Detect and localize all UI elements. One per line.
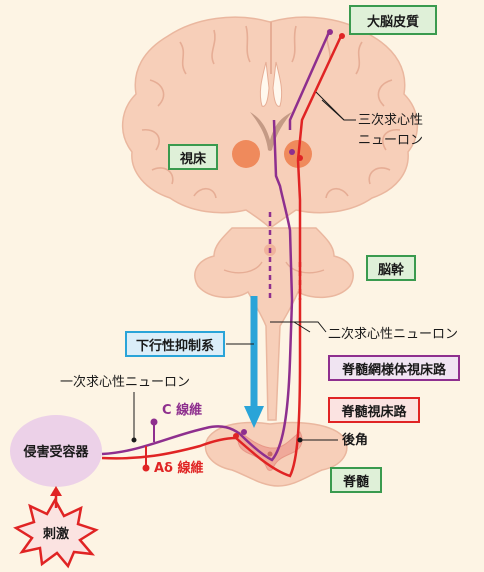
a-delta-pin-head [142,464,150,472]
cortex-box: 大脳皮質 [349,5,437,35]
brainstem-box: 脳幹 [366,255,416,281]
descending-arrowhead [244,406,264,428]
dorsal-horn-label: 後角 [342,432,368,448]
brainstem-shape [194,227,354,421]
brain-section [121,16,419,229]
synapse-dots [233,29,345,439]
spinoreticulothalamic-box: 脊髄網様体視床路 [328,355,460,381]
third-ventricle [250,112,292,151]
spinothalamic-box: 脊髄視床路 [328,397,420,423]
c-fiber-pathway [101,29,332,462]
a-delta-pathway [101,33,344,478]
nociceptor-shape [10,415,102,487]
c-fiber-label: C 線維 [162,402,202,418]
descending-inhibitory-box: 下行性抑制系 [125,331,225,357]
third-neuron-label-1: 三次求心性 [358,112,423,128]
a-delta-fiber-label: Aδ 線維 [154,460,204,476]
nociceptor-label: 侵害受容器 [22,444,89,460]
first-neuron-label: 一次求心性ニューロン [60,374,190,390]
stimulus-label: 刺激 [43,526,70,542]
thalamus-nucleus-left [232,140,260,168]
spinal-cord-box: 脊髄 [330,467,382,493]
c-fiber-pin-head [150,418,158,426]
thalamus-box: 視床 [168,144,218,170]
grey-matter [237,431,303,471]
third-neuron-label-2: ニューロン [358,133,423,148]
second-neuron-label: 二次求心性ニューロン [328,326,458,342]
ventricle-left [259,61,270,107]
ventricle-right [272,61,283,107]
stimulus-star [13,497,99,569]
stimulus-arrowhead [50,486,62,496]
leader-lines [131,91,356,443]
gyri-folds [141,25,401,199]
